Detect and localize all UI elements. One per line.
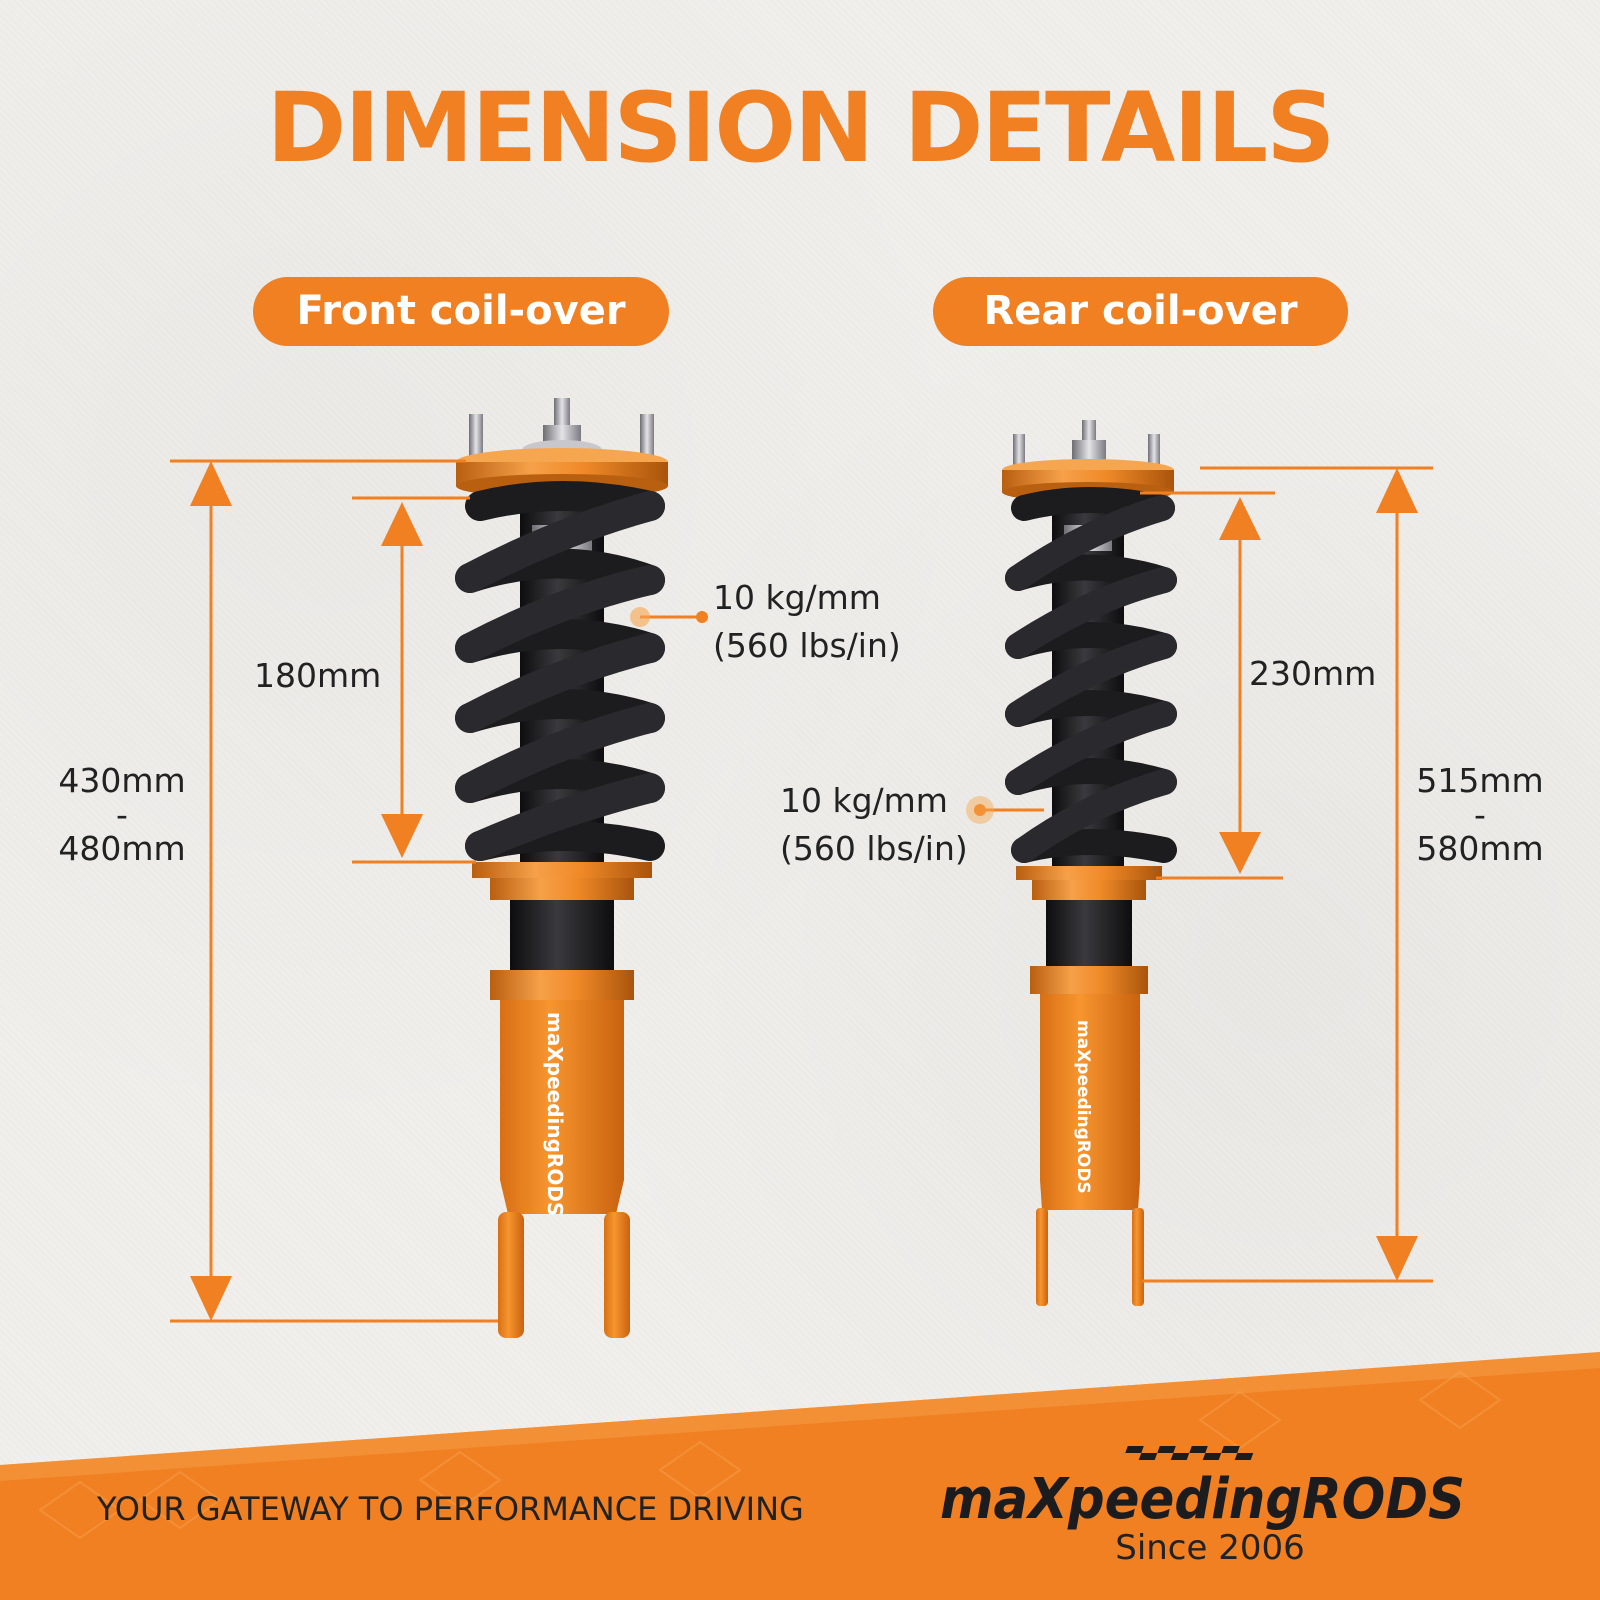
front-overall-sep: - [116, 795, 128, 834]
front-coilover: maXpeedingRODS [455, 398, 668, 1338]
rear-rate-lbs: (560 lbs/in) [780, 828, 968, 868]
rear-body-brand-mark: maXpeedingRODS [1073, 1020, 1093, 1194]
brand-wordmark: maXpeedingRODS [940, 1467, 1465, 1532]
front-body-brand-mark: maXpeedingRODS [543, 1012, 567, 1216]
brand-since: Since 2006 [1115, 1528, 1305, 1568]
rear-overall-length-label: 515mm - 580mm [1410, 764, 1550, 866]
brand-logo: maXpeedingRODS [940, 1446, 1465, 1532]
front-fork-left [498, 1212, 524, 1338]
front-spring [455, 481, 665, 861]
front-lower-body [500, 1000, 624, 1180]
rear-thread-sleeve [1046, 900, 1132, 966]
front-coilover-heading: Front coil-over [253, 277, 669, 346]
rear-spring-length-label: 230mm [1249, 654, 1377, 693]
front-dimension-lines [170, 459, 708, 1323]
rear-spring-rate-label: 10 kg/mm (560 lbs/in) [780, 777, 968, 873]
rear-spring-arrow-top [1219, 497, 1261, 540]
rear-lock-ring [1030, 966, 1148, 994]
front-spring-perch [472, 862, 652, 878]
rear-lower-body [1040, 994, 1140, 1180]
front-spring-rate-label: 10 kg/mm (560 lbs/in) [713, 574, 901, 670]
rear-spring-perch [1016, 866, 1162, 880]
rear-spring-arrow-bottom [1219, 832, 1261, 874]
front-spring-length-label: 180mm [254, 656, 382, 695]
rear-overall-min: 515mm [1416, 761, 1544, 800]
front-overall-min: 430mm [58, 761, 186, 800]
checkered-flag-icon [1125, 1446, 1254, 1460]
front-stud-left [469, 414, 483, 462]
front-rate-kg: 10 kg/mm [713, 578, 881, 617]
rear-overall-arrow-bottom [1376, 1236, 1418, 1281]
rear-overall-sep: - [1474, 795, 1486, 834]
front-fork-right [604, 1212, 630, 1338]
footer-tagline: YOUR GATEWAY TO PERFORMANCE DRIVING [97, 1490, 804, 1528]
rear-rate-kg: 10 kg/mm [780, 781, 948, 820]
front-overall-max: 480mm [58, 829, 186, 868]
rear-fork-left [1036, 1208, 1048, 1306]
rear-coilover-heading: Rear coil-over [933, 277, 1348, 346]
rear-overall-max: 580mm [1416, 829, 1544, 868]
rear-fork-right [1132, 1208, 1144, 1306]
rear-dimension-lines [966, 466, 1433, 1283]
front-spring-arrow-top [381, 502, 423, 546]
page-title: DIMENSION DETAILS [266, 72, 1336, 184]
rear-coilover: maXpeedingRODS [1002, 420, 1177, 1306]
rear-overall-arrow-top [1376, 468, 1418, 513]
front-overall-arrow-bottom [190, 1276, 232, 1321]
front-thread-sleeve [510, 900, 614, 970]
front-rate-lbs: (560 lbs/in) [713, 625, 901, 665]
rear-spring [1005, 487, 1177, 863]
front-lock-ring [490, 970, 634, 1000]
front-overall-length-label: 430mm - 480mm [52, 764, 192, 866]
front-stud-right [640, 414, 654, 462]
front-overall-arrow-top [190, 461, 232, 506]
footer-band [0, 1352, 1600, 1600]
front-spring-arrow-bottom [381, 814, 423, 858]
